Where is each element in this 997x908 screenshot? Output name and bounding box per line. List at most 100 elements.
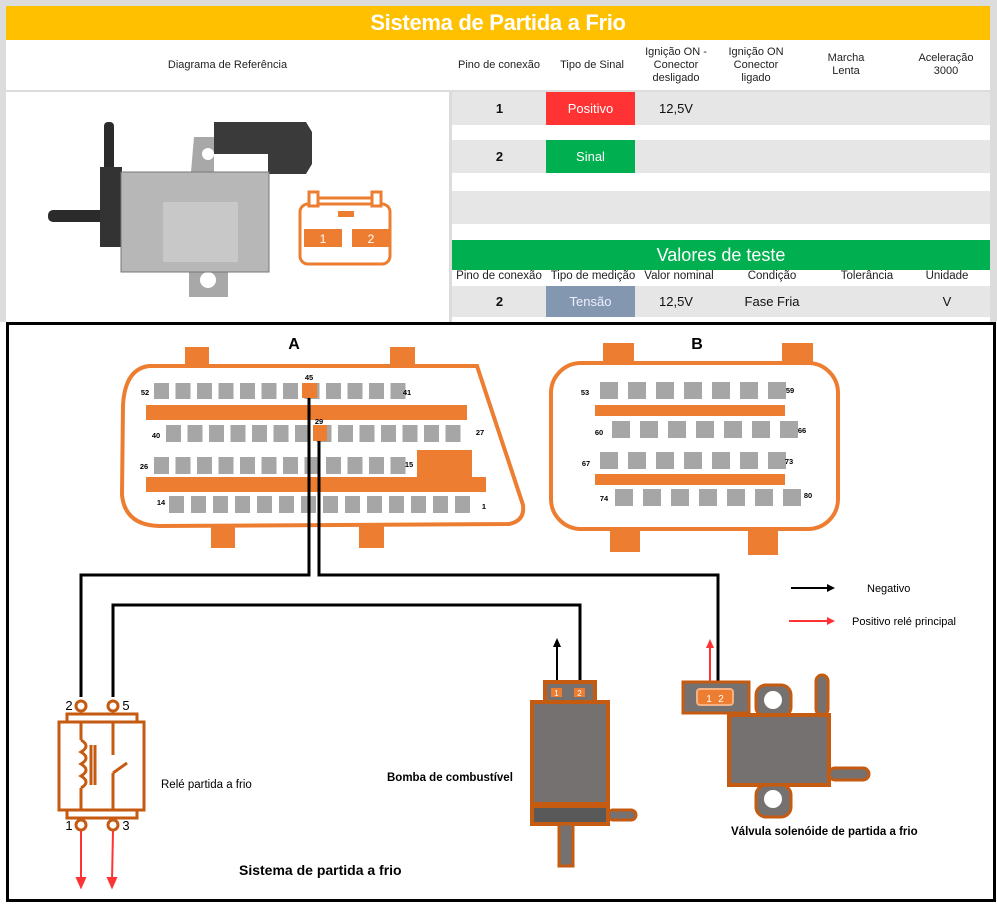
svg-text:45: 45 bbox=[305, 373, 313, 382]
test-header-pin: Pino de conexão bbox=[456, 270, 542, 282]
connector-pin bbox=[612, 421, 630, 438]
relay-red-arrows bbox=[75, 830, 118, 890]
connector-pin bbox=[191, 496, 206, 513]
connector-pin bbox=[390, 457, 406, 474]
connector-pin bbox=[279, 496, 294, 513]
page-title: Sistema de Partida a Frio bbox=[6, 6, 990, 40]
pin-number: 2 bbox=[495, 149, 504, 164]
wires bbox=[79, 398, 720, 697]
svg-text:2: 2 bbox=[65, 698, 72, 713]
connector-pin bbox=[369, 383, 384, 399]
svg-text:66: 66 bbox=[798, 426, 806, 435]
connector-pin bbox=[175, 457, 191, 474]
connector-pin bbox=[326, 383, 341, 399]
diagram-caption: Sistema de partida a frio bbox=[239, 862, 402, 878]
relay-label: Relé partida a frio bbox=[161, 779, 252, 791]
hose-barb-vertical bbox=[104, 122, 114, 180]
connector-pin bbox=[213, 496, 228, 513]
connector-pin bbox=[752, 421, 770, 438]
connector-pin bbox=[261, 457, 277, 474]
connector-pin bbox=[295, 425, 310, 442]
svg-text:5: 5 bbox=[122, 698, 129, 713]
svg-text:53: 53 bbox=[581, 388, 589, 397]
connector-pin bbox=[359, 425, 375, 442]
pinout-label-1: 1 bbox=[320, 232, 327, 246]
svg-text:14: 14 bbox=[157, 498, 166, 507]
valve-connector bbox=[214, 122, 312, 174]
connector-pin bbox=[230, 425, 246, 442]
pin-table: 1 Positivo 12,5V 2 Sinal Valores de test… bbox=[452, 92, 990, 322]
connector-pin bbox=[187, 425, 203, 442]
connector-pin bbox=[166, 425, 181, 442]
test-header-nominal: Valor nominal bbox=[644, 270, 714, 282]
connector-pin bbox=[197, 383, 212, 399]
connector-pin bbox=[390, 383, 406, 399]
connector-pin bbox=[433, 496, 448, 513]
header-signal-type: Tipo de Sinal bbox=[560, 58, 624, 71]
svg-text:2: 2 bbox=[577, 689, 582, 698]
test-nominal: 12,5V bbox=[659, 294, 693, 309]
connector-pin bbox=[445, 425, 461, 442]
connector-pin bbox=[175, 383, 191, 399]
connector-pin bbox=[347, 383, 363, 399]
connector-pin bbox=[656, 452, 674, 469]
svg-text:15: 15 bbox=[405, 460, 413, 469]
pin-45-highlight bbox=[302, 383, 317, 398]
connector-pin bbox=[684, 382, 702, 399]
wire-relay5-pump2 bbox=[111, 603, 582, 697]
valve-label: Válvula solenóide de partida a frio bbox=[731, 826, 918, 838]
test-header-unit: Unidade bbox=[925, 270, 969, 282]
connector-pin bbox=[740, 452, 758, 469]
hose-barb-horizontal bbox=[48, 210, 110, 222]
header-idle: Marcha Lenta bbox=[827, 52, 865, 77]
connector-pin bbox=[347, 457, 363, 474]
connector-pin bbox=[240, 457, 255, 474]
test-row: 2 Tensão 12,5V Fase Fria V bbox=[452, 286, 990, 317]
connector-pin bbox=[389, 496, 404, 513]
connector-pin bbox=[600, 382, 618, 399]
test-header-measurement: Tipo de medição bbox=[550, 270, 636, 282]
connector-pin bbox=[455, 496, 470, 513]
header-ign-on-disconnected: Ignição ON - Conector desligado bbox=[645, 45, 707, 84]
connector-pin bbox=[780, 421, 798, 438]
wire-pin45-relay2 bbox=[79, 398, 311, 697]
connector-pin bbox=[768, 382, 786, 399]
header-reference-diagram: Diagrama de Referência bbox=[167, 58, 288, 71]
wiring-diagram: A 52 41 40 27 26 15 14 1 45 29 B bbox=[6, 322, 996, 902]
arrow-black-icon bbox=[827, 584, 835, 592]
connector-pin bbox=[367, 496, 382, 513]
connector-pin bbox=[197, 457, 212, 474]
connector-pin bbox=[696, 421, 714, 438]
solenoid-valve-symbol: 1 2 bbox=[681, 639, 871, 819]
measurement-badge-tensao: Tensão bbox=[546, 286, 635, 317]
connector-pin bbox=[218, 383, 234, 399]
ign-on-disconnected-value: 12,5V bbox=[659, 101, 693, 116]
header-accel-3000: Aceleração 3000 bbox=[918, 52, 974, 77]
legend-negativo: Negativo bbox=[867, 583, 910, 595]
connector-pin bbox=[338, 425, 353, 442]
connector-pin bbox=[684, 452, 702, 469]
connector-pin bbox=[628, 382, 646, 399]
svg-text:1: 1 bbox=[706, 694, 712, 705]
pin-number: 1 bbox=[495, 101, 504, 116]
connector-pin bbox=[257, 496, 272, 513]
svg-text:52: 52 bbox=[141, 388, 149, 397]
connector-pin bbox=[169, 496, 184, 513]
connector-b-label: B bbox=[691, 336, 703, 353]
connector-pin bbox=[424, 425, 439, 442]
connector-pin bbox=[740, 382, 758, 399]
arrow-up-black-icon bbox=[553, 638, 561, 647]
connector-pin bbox=[252, 425, 267, 442]
connector-pin bbox=[402, 425, 418, 442]
test-values-title: Valores de teste bbox=[452, 240, 990, 270]
svg-text:1: 1 bbox=[65, 818, 72, 833]
connector-a: A 52 41 40 27 26 15 14 1 45 29 bbox=[119, 336, 526, 548]
test-header-condition: Condição bbox=[747, 270, 797, 282]
header-pin: Pino de conexão bbox=[458, 58, 540, 71]
legend: Negativo Positivo relé principal bbox=[789, 583, 956, 628]
connector-pin bbox=[273, 425, 289, 442]
connector-pin bbox=[283, 383, 298, 399]
test-unit: V bbox=[942, 294, 952, 309]
connector-pin bbox=[755, 489, 773, 506]
legend-positivo: Positivo relé principal bbox=[852, 616, 956, 628]
